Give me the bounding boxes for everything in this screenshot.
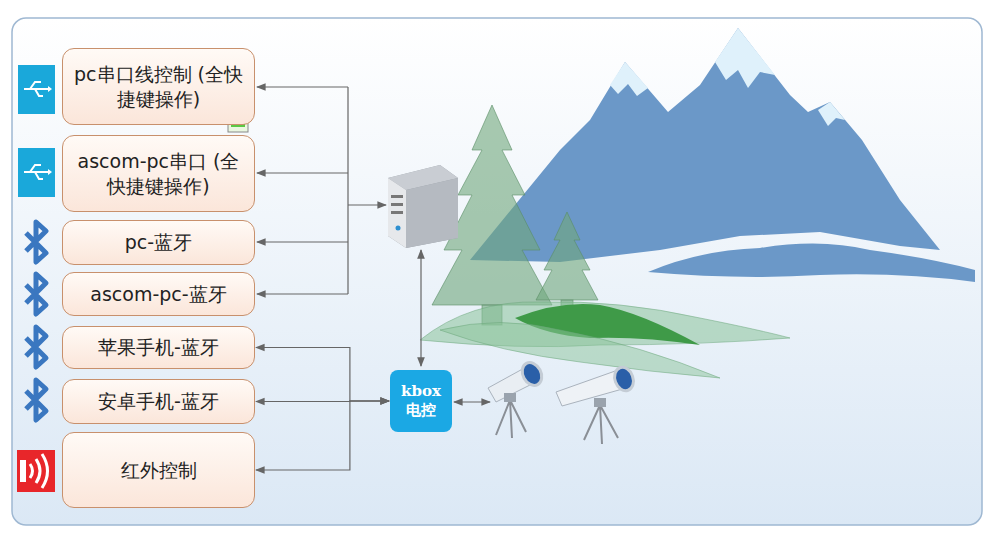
node-label: kbox 电控	[399, 382, 443, 420]
wire	[257, 87, 490, 402]
bluetooth-icon	[26, 222, 46, 420]
method-box: ascom-pc-蓝牙	[62, 272, 255, 316]
method-box: pc串口线控制 (全快捷键操作)	[62, 48, 255, 125]
telescope	[488, 359, 637, 444]
server-icon	[388, 165, 458, 248]
method-box: 苹果手机-蓝牙	[62, 326, 255, 369]
controller-box: kbox 电控	[390, 370, 452, 432]
infrared-icon	[17, 450, 55, 492]
snow-cap	[818, 102, 845, 126]
snow-cap	[610, 62, 648, 96]
usb-icon	[18, 65, 55, 197]
node-label: 安卓手机-蓝牙	[98, 389, 219, 414]
method-box: pc-蓝牙	[62, 220, 255, 265]
node-label: pc串口线控制 (全快捷键操作)	[73, 62, 244, 111]
panel	[12, 18, 982, 525]
node-label: ascom-pc串口 (全快捷键操作)	[73, 149, 244, 198]
method-box: 红外控制	[62, 432, 255, 508]
hill	[440, 323, 720, 379]
connector	[256, 348, 389, 402]
node-label: 苹果手机-蓝牙	[98, 335, 219, 360]
method-box: 安卓手机-蓝牙	[62, 379, 255, 424]
connector	[256, 401, 389, 470]
node-label: 红外控制	[121, 458, 197, 483]
node-label: ascom-pc-蓝牙	[90, 282, 226, 307]
node-label: pc-蓝牙	[125, 230, 192, 255]
method-box: ascom-pc串口 (全快捷键操作)	[62, 135, 255, 212]
mountain	[470, 28, 940, 262]
snow-cap	[715, 28, 775, 88]
mountain-band	[648, 243, 975, 282]
